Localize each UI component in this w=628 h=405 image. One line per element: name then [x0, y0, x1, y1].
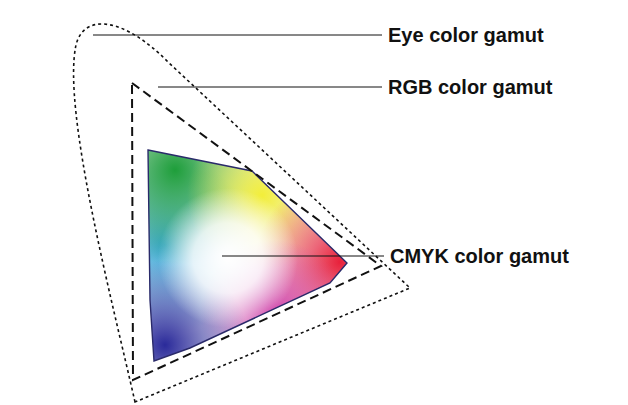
cmyk-gamut-fill: [75, 75, 425, 405]
rgb-gamut-outline: [132, 83, 381, 380]
leader-line: [158, 87, 382, 88]
gamut-label: Eye color gamut: [388, 24, 544, 47]
leader-line: [93, 35, 382, 36]
gamut-label: RGB color gamut: [388, 76, 552, 99]
leader-line: [222, 256, 384, 257]
eye-gamut-outline: [74, 24, 410, 402]
gamut-label: CMYK color gamut: [390, 245, 569, 268]
